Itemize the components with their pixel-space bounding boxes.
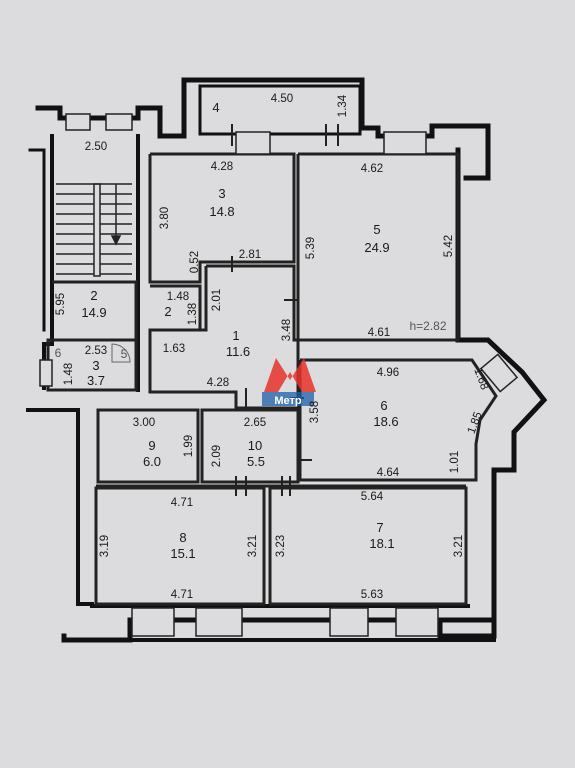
watermark-logo [262,358,316,406]
dim-hall-bottom: 4.28 [207,377,229,389]
window-bay [479,353,519,393]
dim-stair-width: 2.50 [85,141,107,153]
room-3b-number: 3 [92,358,99,373]
dim-r8-left: 3.19 [99,535,111,557]
room-8-area: 15.1 [170,546,195,561]
room-10-area: 5.5 [247,454,265,469]
dim-hall-g: 3.48 [281,319,293,341]
dim-r8-bottom: 4.71 [171,589,193,601]
room-9-area: 6.0 [143,454,161,469]
dim-r3-left: 3.80 [159,207,171,229]
dim-r6-bottom: 4.64 [377,467,400,479]
wall-room6 [298,358,498,482]
room-7-area: 18.1 [369,536,394,551]
dim-r8-right: 3.21 [247,535,259,557]
wall-right-bay [455,337,548,639]
stair-landing-arc [111,343,131,363]
room-9-number: 9 [148,438,155,453]
wall-room7 [268,486,468,606]
dim-r7-left: 3.23 [275,535,287,557]
wall-hall [148,264,300,410]
wall-room8 [94,486,266,606]
dim-hall-c: 2.01 [211,289,223,311]
wall-room2-small [150,284,202,330]
room-6-number: 6 [380,398,387,413]
ceiling-height: h=2.82 [409,319,446,333]
wall-room10 [200,408,300,484]
dim-r5-top: 4.62 [361,163,383,175]
dim-stair-left: 5.95 [55,293,67,315]
dim-r6-top: 4.96 [377,367,399,379]
dim-r6-right: 1.85 [466,410,485,435]
stairs [56,183,132,277]
wall-room3 [148,152,296,284]
dim-r10-top: 2.65 [244,417,266,429]
room-1-number: 1 [232,328,239,343]
dim-hall-b: 2.81 [239,249,261,261]
room-8-number: 8 [179,530,186,545]
dim-hall-d: 1.38 [187,303,199,325]
dim-hall-f: 1.63 [163,343,185,355]
window-room5 [383,131,427,155]
dim-stair-c: 1.48 [63,363,75,385]
logo-text: Метр [274,395,302,407]
room-2-small-number: 2 [164,304,171,319]
labels: 3 14.8 5 24.9 1 11.6 2 14.9 3 3.7 4 2 6 … [55,93,447,601]
dim-r5-left: 5.39 [305,237,317,259]
room-3b-area: 3.7 [87,373,105,388]
room-6-area: 18.6 [373,414,398,429]
window-stair-top-2 [105,113,133,131]
dim-balcony-width: 4.50 [271,93,293,105]
dim-r6-left: 3.58 [309,401,321,423]
windows [39,113,519,637]
room-4-number: 4 [212,100,219,115]
dim-r7-right: 3.21 [453,535,465,557]
wall-left-stub [28,148,46,332]
window-room3 [235,131,271,155]
window-room7-1 [329,607,369,637]
dim-r6-right2: 1.01 [449,451,461,473]
dim-stair-b: 2.53 [85,345,107,357]
dim-r10-left: 2.09 [211,445,223,467]
room-5-area: 24.9 [364,240,389,255]
wall-room9 [96,408,200,484]
wall-stair-rooms [46,280,138,392]
dim-r5-bottom: 4.61 [368,327,390,339]
dim-r5-right: 5.42 [443,235,455,257]
dim-hall-a: 0.52 [189,251,201,273]
room-5-number: 5 [373,222,380,237]
window-room7-2 [395,607,439,637]
dim-hall-e: 1.48 [167,291,189,303]
dim-balcony-depth: 1.34 [337,94,349,117]
dim-r9-right: 1.99 [183,435,195,457]
mark-6: 6 [55,346,62,360]
dim-r7-top: 5.64 [361,491,384,503]
window-stair-top-1 [65,113,91,131]
dim-r9-top: 3.00 [133,417,155,429]
dim-r3-top: 4.28 [211,161,233,173]
dim-r8-top: 4.71 [171,497,193,509]
room-3-number: 3 [218,186,225,201]
room-2-area: 14.9 [81,305,106,320]
wall-left-lower [26,408,94,606]
room-10-number: 10 [248,438,262,453]
vertical-labels: 1.34 3.80 5.39 5.42 0.52 2.01 1.38 3.48 … [55,94,490,557]
room-3-area: 14.8 [209,204,234,219]
room-7-number: 7 [376,520,383,535]
wall-balcony [198,84,362,136]
window-room8-2 [195,607,243,637]
room-1-area: 11.6 [226,344,250,359]
window-left-lower [39,359,53,387]
window-room8-1 [131,607,175,637]
room-2-number: 2 [90,288,97,303]
mark-5: 5 [121,347,128,361]
dim-r7-bottom: 5.63 [361,589,383,601]
